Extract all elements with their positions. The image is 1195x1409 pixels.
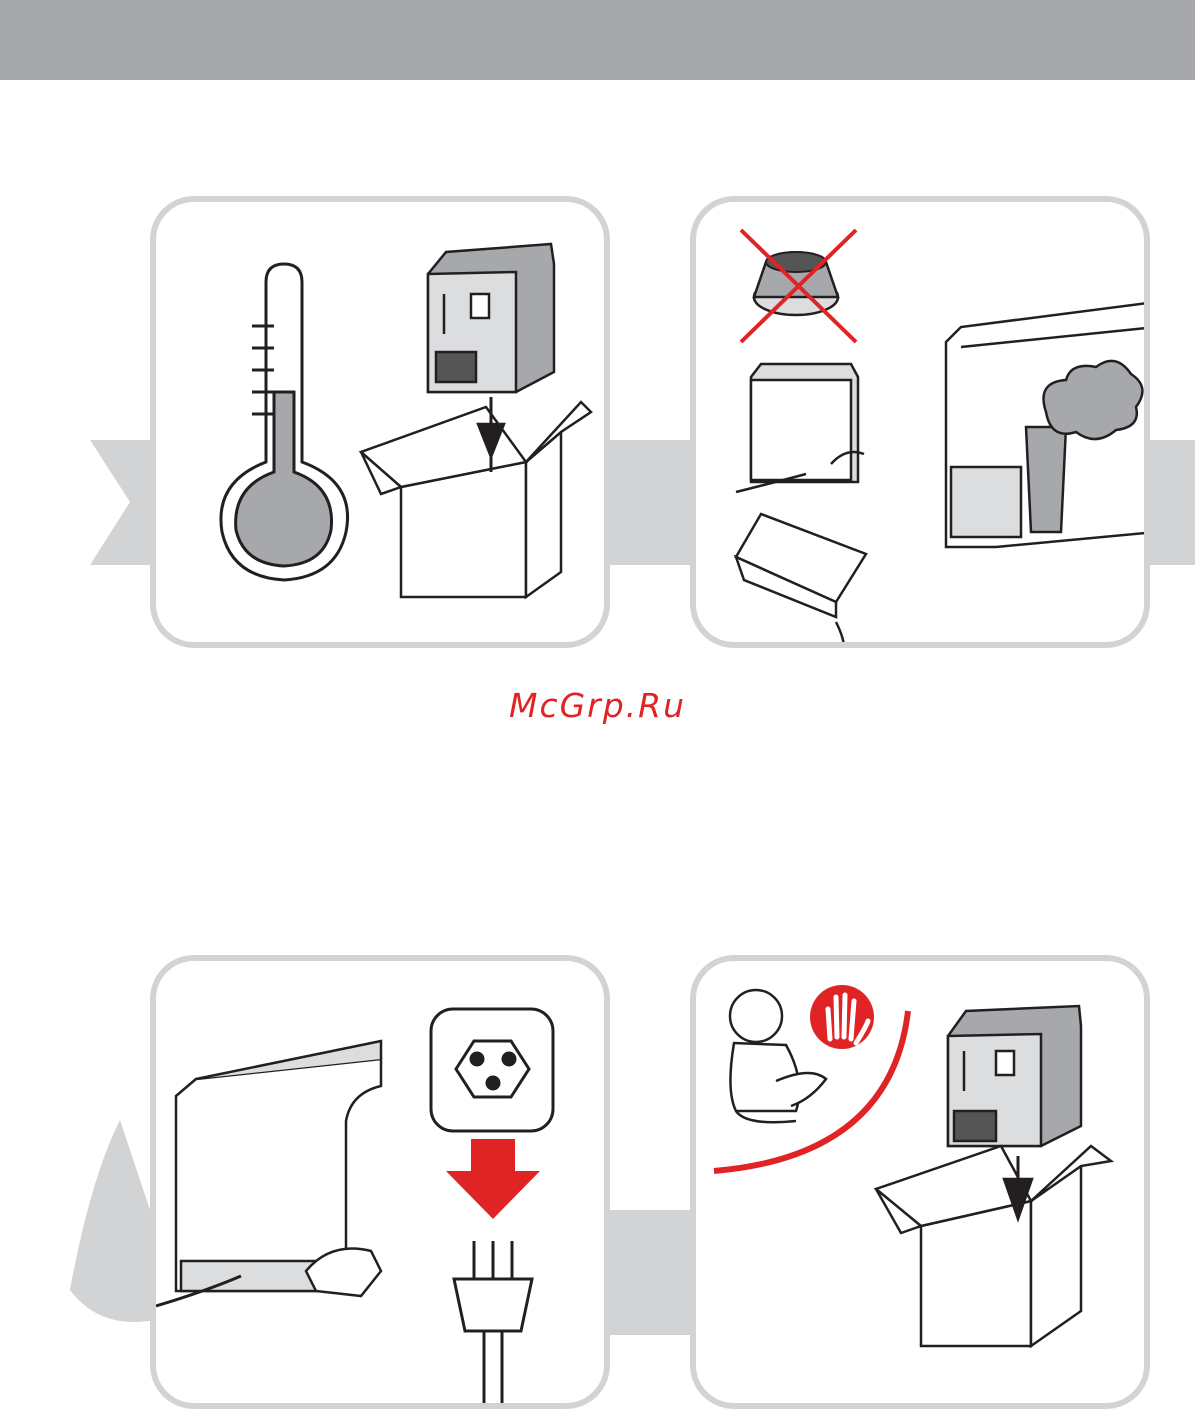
coffee-machine-icon [948, 1006, 1081, 1146]
panel-empty-machine [690, 196, 1150, 648]
thermometer-icon [221, 264, 348, 580]
stop-hand-icon [810, 985, 874, 1049]
box-icon [361, 397, 591, 597]
socket-icon [431, 1009, 553, 1131]
drip-tray-icon [736, 514, 866, 648]
panel-unplug [150, 955, 610, 1409]
panel-keep-from-children [690, 955, 1150, 1409]
steam-cup-icon [946, 302, 1150, 547]
box-icon [876, 1146, 1111, 1346]
watermark: McGrp.Ru [0, 686, 1195, 725]
coffee-machine-icon [428, 244, 554, 392]
panel-temperature-storage [150, 196, 610, 648]
capsule-crossed-icon [741, 230, 856, 342]
machine-back-icon [156, 1041, 381, 1306]
down-arrow-icon [446, 1139, 540, 1219]
header-bar [0, 0, 1195, 80]
water-tank-icon [736, 364, 864, 492]
plug-icon [454, 1241, 532, 1409]
